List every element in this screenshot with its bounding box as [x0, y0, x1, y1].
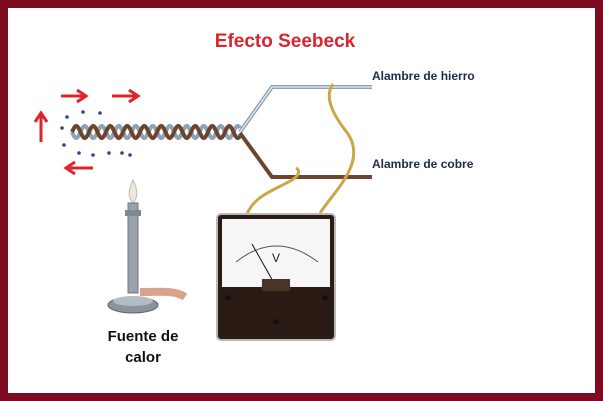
heat-source-label-line1: Fuente de — [108, 328, 179, 345]
heat-particles — [60, 110, 132, 157]
diagram-title: Efecto Seebeck — [215, 31, 356, 52]
voltmeter: V — [216, 213, 336, 341]
iron-wire-label: Alambre de hierro — [372, 69, 475, 83]
gas-hose — [139, 287, 188, 301]
arrow-left-icon — [63, 160, 93, 176]
heat-source-label-line2: calor — [125, 349, 161, 366]
twisted-junction — [70, 123, 242, 141]
copper-wire — [238, 131, 372, 179]
copper-wire-label: Alambre de cobre — [372, 157, 474, 171]
voltmeter-unit: V — [272, 251, 280, 265]
arrow-right-icon — [112, 88, 141, 104]
meter-lead-right — [318, 83, 356, 214]
arrow-up-icon — [33, 110, 49, 142]
twisted-strand — [70, 123, 242, 141]
heat-flow-arrows — [33, 88, 141, 176]
meter-lead-left — [245, 166, 301, 215]
arrow-right-icon — [61, 88, 89, 104]
meter-needle — [251, 243, 275, 284]
bunsen-burner — [107, 178, 188, 314]
